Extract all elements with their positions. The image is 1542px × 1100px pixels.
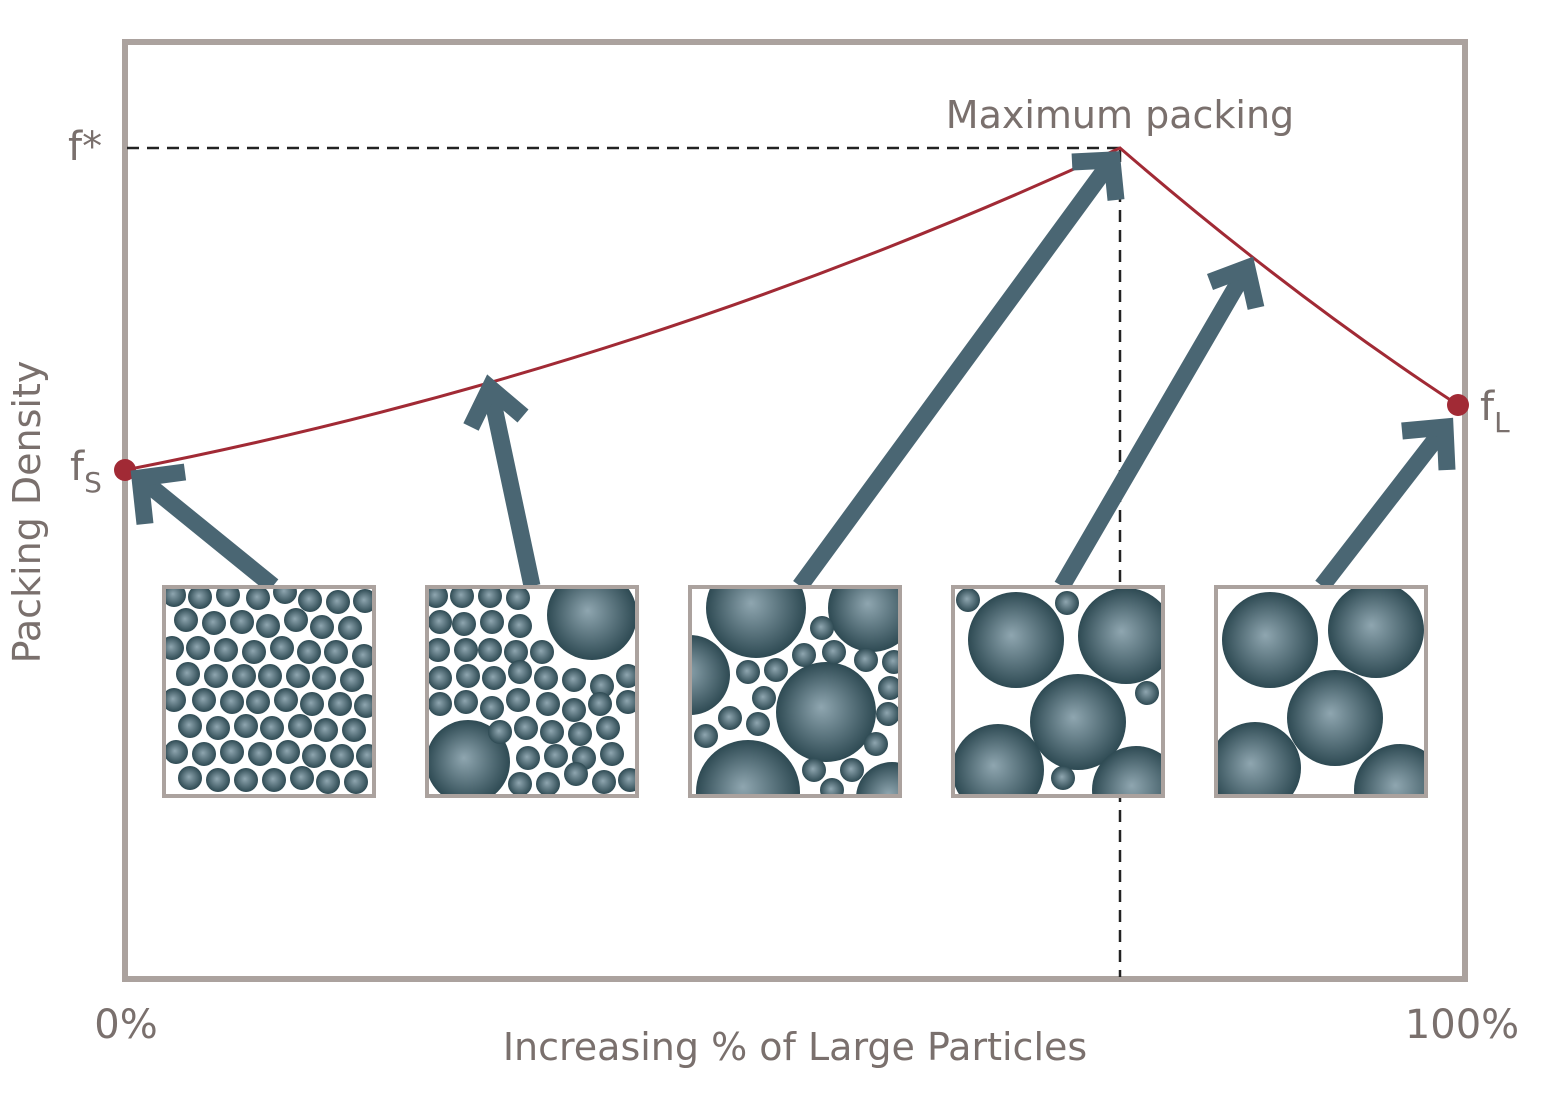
arrow-5 — [1315, 417, 1456, 592]
plot-frame — [122, 39, 1468, 982]
arrow-1 — [130, 463, 279, 593]
fs-point — [114, 459, 136, 481]
f-star-label: f* — [68, 124, 102, 170]
fl-subscript: L — [1494, 406, 1510, 439]
arrow-4 — [1054, 256, 1265, 591]
packing-density-curve — [124, 146, 1459, 472]
arrow-2 — [463, 374, 541, 588]
fs-label: fS — [70, 444, 102, 499]
maximum-packing-label: Maximum packing — [946, 93, 1294, 137]
x-axis-label: Increasing % of Large Particles — [503, 1025, 1087, 1069]
panel-small-particles-only — [162, 585, 376, 798]
x-min-label: 0% — [94, 1002, 157, 1048]
panel-few-large-particles — [425, 585, 639, 798]
x-max-label: 100% — [1405, 1002, 1519, 1048]
arrow-3 — [793, 151, 1125, 592]
y-axis-label: Packing Density — [5, 361, 49, 664]
panel-mostly-large-particles — [951, 585, 1165, 798]
fs-subscript: S — [84, 466, 102, 499]
fl-label: fL — [1480, 384, 1510, 439]
arrows — [130, 151, 1456, 593]
panel-large-particles-only — [1214, 585, 1428, 798]
fl-point — [1447, 394, 1469, 416]
panel-balanced-mix — [688, 585, 902, 798]
